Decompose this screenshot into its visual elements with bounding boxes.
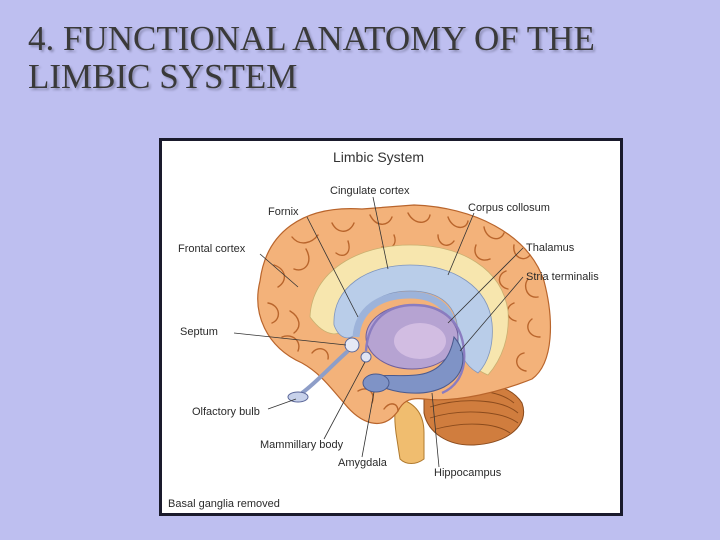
label-thalamus: Thalamus [526, 242, 575, 254]
mammillary-body [360, 351, 372, 363]
label-olfactory-bulb: Olfactory bulb [192, 406, 260, 418]
limbic-system-figure: Limbic System [159, 138, 623, 516]
limbic-diagram-svg: Limbic System [168, 149, 599, 510]
label-frontal-cortex: Frontal cortex [178, 243, 246, 255]
label-mammillary-body: Mammillary body [260, 439, 344, 451]
label-amygdala: Amygdala [338, 457, 388, 469]
slide-title-line-1: 4. FUNCTIONAL ANATOMY OF THE [28, 19, 595, 58]
figure-title: Limbic System [333, 149, 424, 165]
thalamus-highlight [394, 323, 446, 359]
amygdala [362, 373, 390, 393]
label-septum: Septum [180, 326, 218, 338]
figure-footer-note: Basal ganglia removed [168, 498, 280, 510]
fornix [352, 291, 458, 338]
stria-terminalis [364, 303, 466, 395]
label-fornix: Fornix [268, 206, 299, 218]
label-cingulate-cortex: Cingulate cortex [330, 185, 410, 197]
olfactory-tract [300, 349, 350, 395]
label-stria-terminalis: Stria terminalis [526, 271, 599, 283]
olfactory-bulb [287, 391, 309, 403]
slide-title-line-2: LIMBIC SYSTEM [28, 57, 298, 96]
leader-lines [233, 196, 524, 468]
slide-title: 4. FUNCTIONAL ANATOMY OF THE LIMBIC SYST… [28, 20, 595, 96]
label-corpus-collosum: Corpus collosum [468, 202, 550, 214]
septum [344, 337, 360, 353]
label-hippocampus: Hippocampus [434, 467, 502, 479]
